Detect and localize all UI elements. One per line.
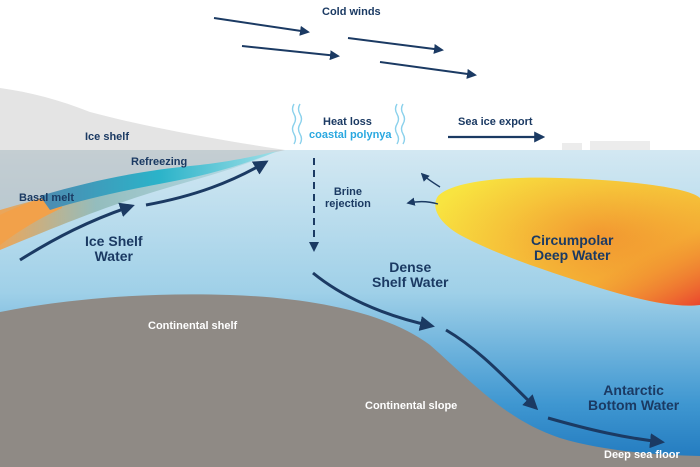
- sea-ice-floe: [562, 143, 582, 150]
- dsw-line-1: Dense: [389, 259, 432, 275]
- refreezing-layer: [40, 151, 278, 210]
- dense-shelf-water-label: Dense Shelf Water: [372, 259, 449, 291]
- ice-sheet-above-water: [0, 88, 285, 150]
- ice-shelf-water-line-1: Ice Shelf: [85, 233, 143, 249]
- brine-rejection-label: Brine rejection: [325, 186, 371, 210]
- upwelling-arrow: [420, 172, 441, 188]
- deep-sea-floor-label: Deep sea floor: [604, 449, 680, 461]
- circumpolar-deep-water-edge: [435, 177, 700, 306]
- heat-loss-icon: [291, 103, 406, 145]
- ice-shelf-label: Ice shelf: [85, 131, 130, 143]
- ice-shelf-water-arrow: [19, 202, 135, 262]
- brine-rejection-line-1: Brine: [333, 186, 362, 198]
- bottom-water-arrow: [547, 416, 665, 449]
- cdw-line-1: Circumpolar: [531, 232, 614, 248]
- sea-ice-export-label: Sea ice export: [458, 116, 533, 128]
- wind-arrow: [379, 61, 477, 79]
- wind-arrow: [213, 17, 310, 36]
- basal-melt-zone: [0, 192, 62, 245]
- ice-shelf-water-label: Ice Shelf Water: [85, 233, 143, 265]
- circumpolar-deep-water-label: Circumpolar Deep Water: [531, 232, 614, 264]
- aabw-line-2: Bottom Water: [588, 397, 680, 414]
- antarctic-bottom-water-label: Antarctic Bottom Water: [588, 382, 680, 414]
- sea-ice-floe: [590, 141, 650, 150]
- wind-arrow: [241, 45, 340, 61]
- ice-shelf-submerged: [0, 150, 285, 222]
- cdw-line-2: Deep Water: [533, 247, 611, 264]
- coastal-polynya-label: coastal polynya: [309, 129, 392, 141]
- cold-winds-label: Cold winds: [322, 6, 381, 18]
- ice-shelf-water-arrow: [145, 160, 269, 207]
- wind-arrow: [347, 37, 444, 54]
- seafloor: [0, 294, 700, 467]
- dsw-line-2: Shelf Water: [372, 274, 449, 291]
- continental-shelf-label: Continental shelf: [148, 320, 238, 332]
- refreezing-label: Refreezing: [131, 156, 188, 168]
- bottom-water-arrow: [445, 328, 539, 411]
- heat-loss-label: Heat loss: [323, 116, 372, 128]
- upwelling-arrow: [406, 197, 439, 206]
- dense-shelf-water-arrow: [312, 271, 435, 331]
- brine-rejection-line-2: rejection: [325, 198, 371, 211]
- ice-shelf-water-line-2: Water: [94, 248, 133, 265]
- continental-slope-label: Continental slope: [365, 400, 458, 412]
- basal-melt-label: Basal melt: [19, 192, 75, 204]
- aabw-line-1: Antarctic: [603, 382, 664, 398]
